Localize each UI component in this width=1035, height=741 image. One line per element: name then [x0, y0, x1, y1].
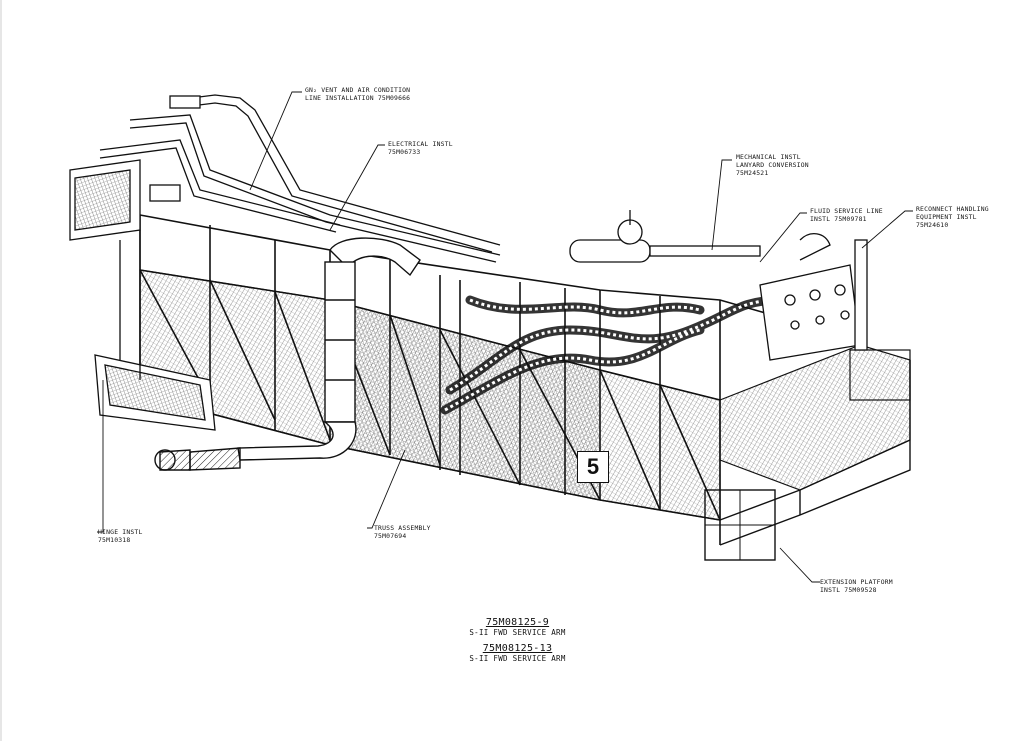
callout-electrical-line1: ELECTRICAL INSTL [388, 140, 453, 148]
callout-gn2-vent: GN₂ VENT AND AIR CONDITION LINE INSTALLA… [305, 86, 410, 102]
callout-truss-line1: TRUSS ASSEMBLY [374, 524, 431, 532]
callout-truss: TRUSS ASSEMBLY 75M07694 [374, 524, 431, 540]
callout-truss-line2: 75M07694 [374, 532, 407, 540]
callout-gn2-line1: GN₂ VENT AND AIR CONDITION [305, 86, 411, 94]
scan-edge [0, 0, 2, 741]
callout-reconnect-line3: 75M24610 [916, 221, 949, 229]
callout-fluid-line1: FLUID SERVICE LINE [810, 207, 883, 215]
hinge-assembly [69, 159, 216, 431]
callout-gn2-line2: LINE INSTALLATION 75M09666 [305, 94, 411, 102]
extension-platform [704, 344, 911, 561]
panel-number-badge: 5 [577, 451, 609, 483]
callout-extension-line2: INSTL 75M09528 [820, 586, 877, 594]
callout-electrical-line2: 75M06733 [388, 148, 421, 156]
caption-block: 75M08125-9 S-II FWD SERVICE ARM 75M08125… [0, 617, 1035, 663]
callout-mechanical-line2: LANYARD CONVERSION [736, 161, 809, 169]
callout-reconnect: RECONNECT HANDLING EQUIPMENT INSTL 75M24… [916, 205, 989, 229]
callout-extension-line1: EXTENSION PLATFORM [820, 578, 893, 586]
callout-reconnect-line2: EQUIPMENT INSTL [916, 213, 977, 221]
callout-fluid-line2: INSTL 75M09781 [810, 215, 867, 223]
leader-lines [97, 91, 913, 583]
callout-mechanical-line1: MECHANICAL INSTL [736, 153, 801, 161]
callout-electrical: ELECTRICAL INSTL 75M06733 [388, 140, 453, 156]
callout-hinge-line1: HINGE INSTL [98, 528, 143, 536]
callout-mechanical-line3: 75M24521 [736, 169, 769, 177]
drawing-number-1: 75M08125-9 [485, 617, 550, 628]
duct-elbows [154, 237, 421, 471]
reconnect-plate [759, 233, 868, 361]
callout-hinge-line2: 75M10318 [98, 536, 131, 544]
mechanical-lanyard [569, 210, 761, 263]
truss-side-panel [139, 269, 721, 521]
drawing-title-2: S-II FWD SERVICE ARM [469, 654, 566, 663]
callout-hinge: HINGE INSTL 75M10318 [98, 528, 143, 544]
callout-mechanical: MECHANICAL INSTL LANYARD CONVERSION 75M2… [736, 153, 809, 177]
panel-number: 5 [586, 454, 600, 479]
callout-extension: EXTENSION PLATFORM INSTL 75M09528 [820, 578, 893, 594]
drawing-number-2: 75M08125-13 [482, 643, 553, 654]
gn2-vent-lines [99, 94, 501, 263]
callout-fluid-service: FLUID SERVICE LINE INSTL 75M09781 [810, 207, 883, 223]
callout-reconnect-line1: RECONNECT HANDLING [916, 205, 989, 213]
drawing-title-1: S-II FWD SERVICE ARM [469, 628, 566, 637]
